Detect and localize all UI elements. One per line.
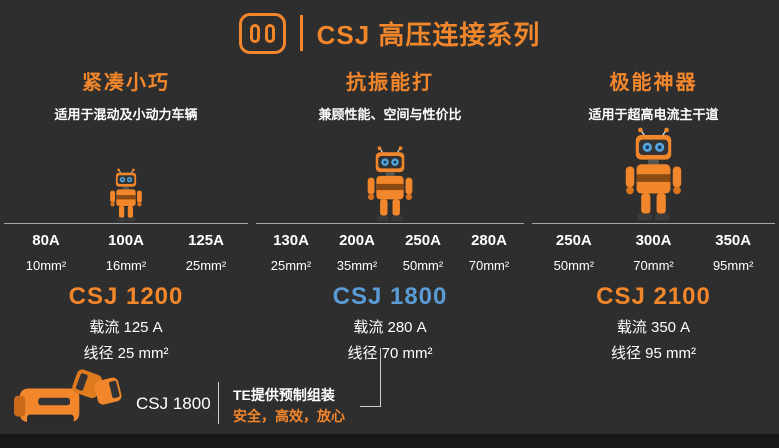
product-column-csj2100: 极能神器 适用于超高电流主干道 250A 300A 350A 50mm² 70m… bbox=[528, 60, 779, 363]
model-name: CSJ 1800 bbox=[332, 283, 448, 310]
model-name: CSJ 1200 bbox=[68, 283, 184, 310]
footer-note-line2: 安全，高效，放心 bbox=[233, 408, 345, 424]
bottom-bar bbox=[0, 434, 779, 448]
column-heading: 紧凑小巧 bbox=[82, 72, 170, 94]
max-current-spec: 载流 350 A bbox=[616, 319, 691, 336]
logo-slot bbox=[249, 23, 260, 43]
callout-line-horizontal bbox=[360, 406, 381, 407]
column-subtitle: 兼顾性能、空间与性价比 bbox=[318, 107, 462, 122]
header-divider bbox=[299, 15, 303, 51]
column-divider bbox=[256, 223, 524, 224]
rating-value: 250A bbox=[555, 232, 592, 249]
robot-mascot-large-icon bbox=[615, 127, 692, 223]
current-ratings-row: 80A 100A 125A bbox=[0, 232, 252, 249]
wire-value: 95mm² bbox=[712, 258, 754, 273]
robot-area bbox=[252, 123, 528, 223]
callout-line-vertical bbox=[380, 348, 381, 407]
wire-value: 10mm² bbox=[25, 258, 67, 273]
rating-value: 280A bbox=[471, 232, 507, 249]
wire-sizes-row: 50mm² 70mm² 95mm² bbox=[528, 258, 779, 273]
robot-mascot-small-icon bbox=[104, 168, 148, 223]
wire-value: 50mm² bbox=[553, 258, 595, 273]
max-wire-spec: 线径 95 mm² bbox=[610, 345, 696, 362]
rating-value: 125A bbox=[188, 232, 224, 249]
footer-divider bbox=[218, 382, 219, 424]
current-ratings-row: 130A 200A 250A 280A bbox=[252, 232, 528, 249]
product-column-csj1800: 抗振能打 兼顾性能、空间与性价比 130A 200A 250A 280A 25m… bbox=[252, 60, 528, 363]
rating-value: 130A bbox=[273, 232, 309, 249]
wire-sizes-row: 10mm² 16mm² 25mm² bbox=[0, 258, 252, 273]
max-wire-spec: 线径 25 mm² bbox=[83, 345, 169, 362]
column-subtitle: 适用于超高电流主干道 bbox=[588, 107, 719, 122]
wire-value: 70mm² bbox=[633, 258, 674, 273]
rating-value: 80A bbox=[32, 232, 60, 249]
robot-mascot-medium-icon bbox=[359, 146, 421, 223]
rating-value: 300A bbox=[635, 232, 672, 249]
footer-product-label: CSJ 1800 bbox=[136, 394, 211, 413]
column-divider bbox=[532, 223, 775, 224]
max-current-spec: 载流 125 A bbox=[89, 319, 163, 336]
rating-value: 250A bbox=[405, 232, 441, 249]
max-wire-spec: 线径 70 mm² bbox=[347, 345, 433, 362]
column-heading: 极能神器 bbox=[609, 72, 698, 94]
max-current-spec: 载流 280 A bbox=[353, 319, 427, 336]
column-divider bbox=[4, 223, 248, 224]
column-subtitle: 适用于混动及小动力车辆 bbox=[54, 107, 198, 122]
logo-slot bbox=[264, 23, 275, 43]
wire-value: 25mm² bbox=[185, 258, 227, 273]
wire-value: 50mm² bbox=[402, 258, 444, 273]
model-name: CSJ 2100 bbox=[596, 283, 711, 310]
column-heading: 抗振能打 bbox=[346, 72, 434, 94]
robot-area bbox=[528, 123, 779, 223]
product-columns: 紧凑小巧 适用于混动及小动力车辆 80A 100A 125A 10mm² 16m… bbox=[0, 60, 779, 363]
product-column-csj1200: 紧凑小巧 适用于混动及小动力车辆 80A 100A 125A 10mm² 16m… bbox=[0, 60, 252, 363]
connector-product-image bbox=[14, 360, 126, 430]
wire-value: 70mm² bbox=[468, 258, 510, 273]
connector-logo-icon bbox=[238, 12, 286, 54]
wire-value: 16mm² bbox=[105, 258, 147, 273]
footer-note-line1: TE提供预制组装 bbox=[233, 387, 335, 403]
rating-value: 100A bbox=[108, 232, 144, 249]
wire-value: 25mm² bbox=[270, 258, 312, 273]
wire-value: 35mm² bbox=[336, 258, 378, 273]
header: CSJ 高压连接系列 bbox=[0, 10, 779, 56]
robot-area bbox=[0, 123, 252, 223]
rating-value: 200A bbox=[339, 232, 375, 249]
wire-sizes-row: 25mm² 35mm² 50mm² 70mm² bbox=[252, 258, 528, 273]
footer-note: TE提供预制组装 安全，高效，放心 bbox=[233, 385, 345, 427]
current-ratings-row: 250A 300A 350A bbox=[528, 232, 779, 249]
rating-value: 350A bbox=[715, 232, 752, 249]
page-title: CSJ 高压连接系列 bbox=[316, 19, 541, 50]
